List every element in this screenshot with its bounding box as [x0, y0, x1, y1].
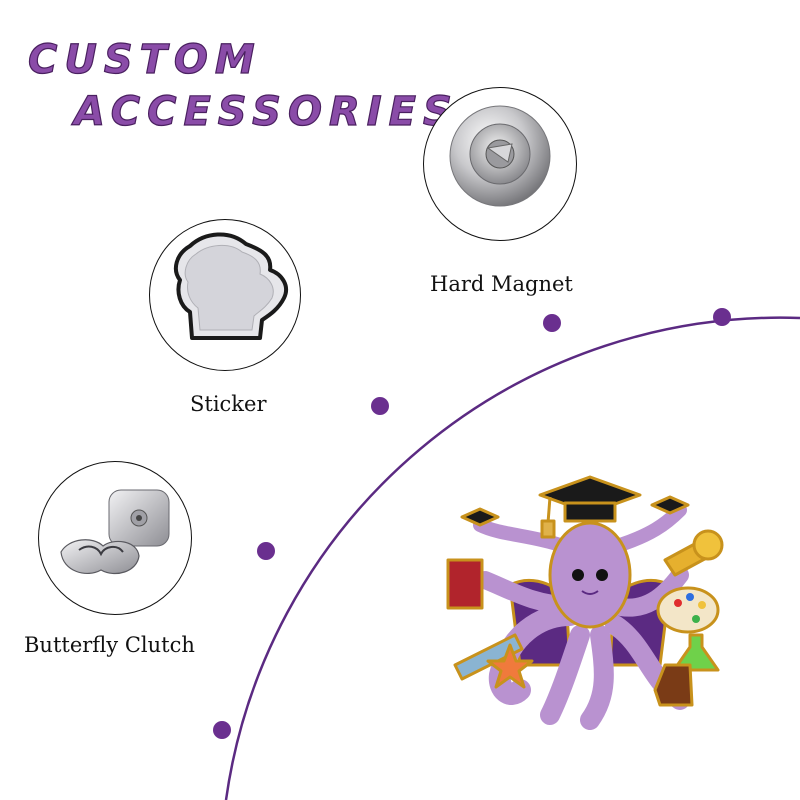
- arc-dot: [213, 721, 231, 739]
- arc-dot: [257, 542, 275, 560]
- magnet-back-icon: [449, 105, 551, 207]
- title-line-2: ACCESSORIES: [73, 88, 459, 135]
- arc-dot: [543, 314, 561, 332]
- sticker-icon: [173, 232, 289, 340]
- butterfly-clutch-icon: [60, 489, 170, 575]
- butterfly-clutch-image: [38, 461, 192, 615]
- octopus-graduate-pin-icon: [446, 475, 724, 730]
- hard-magnet-label: Hard Magnet: [430, 272, 573, 296]
- butterfly-clutch-label: Butterfly Clutch: [24, 633, 195, 657]
- hard-magnet-image: [423, 87, 577, 241]
- page-title: CUSTOM ACCESSORIES: [27, 34, 459, 138]
- sticker-image: [149, 219, 301, 371]
- arc-dot: [371, 397, 389, 415]
- arc-dot: [713, 308, 731, 326]
- title-line-1: CUSTOM: [27, 36, 262, 83]
- sticker-label: Sticker: [190, 392, 267, 416]
